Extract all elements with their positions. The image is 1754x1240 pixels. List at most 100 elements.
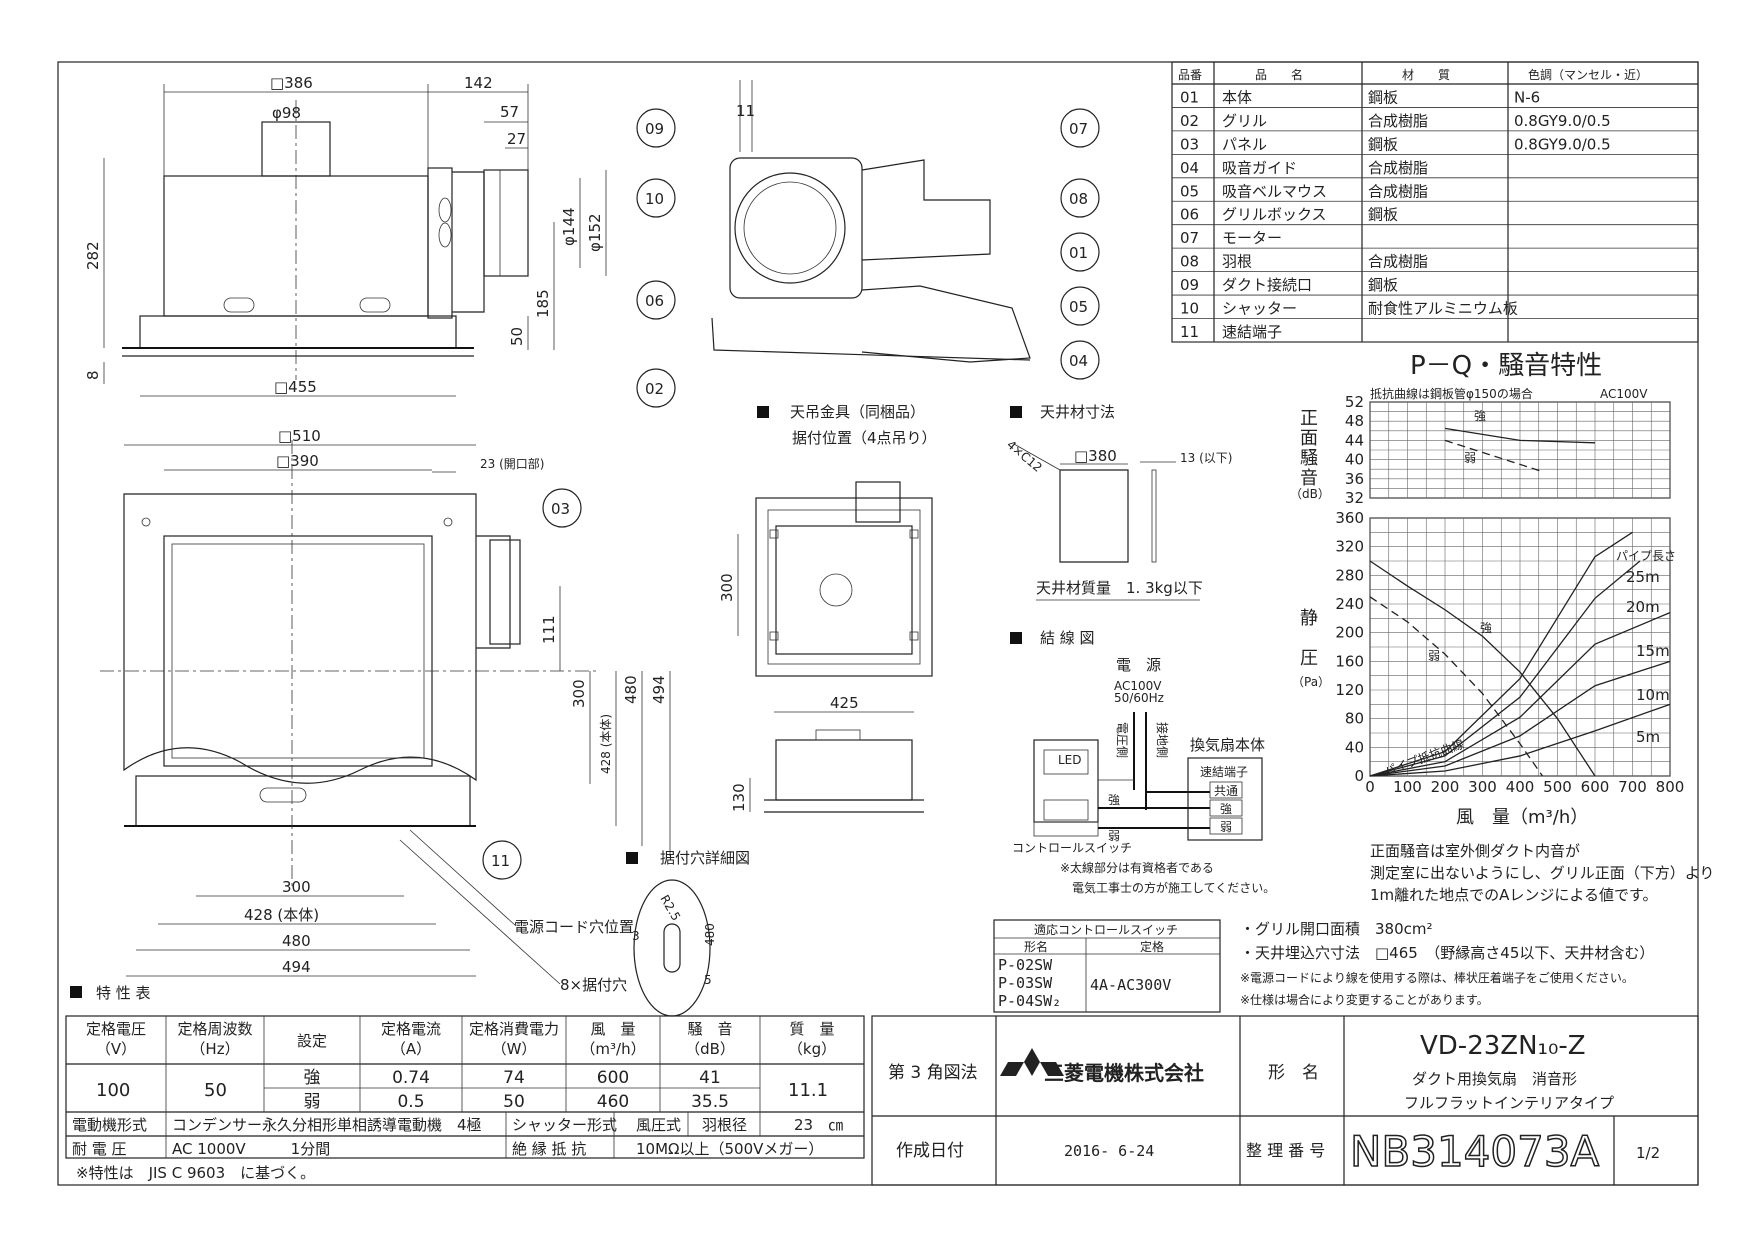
char-header: 設定	[297, 1032, 327, 1050]
parts-cell: 03	[1180, 135, 1199, 153]
wiring-voltage-side: 電圧側	[1115, 722, 1129, 758]
pq-y-tick: 360	[1335, 509, 1364, 527]
dim-phi152: φ152	[586, 213, 604, 252]
char-motor: コンデンサー永久分相形単相誘導電動機 4極	[172, 1116, 482, 1134]
dim-390: □390	[276, 452, 319, 470]
detail-480: 480	[703, 923, 717, 946]
pq-x-tick: 500	[1543, 778, 1572, 796]
char-header: 定格電圧	[86, 1020, 146, 1038]
char-header: 定格電流	[381, 1020, 441, 1038]
tb-form-label: 形 名	[1268, 1063, 1319, 1083]
parts-cell: 06	[1180, 206, 1199, 224]
pressure-label-1: 圧	[1300, 648, 1318, 669]
detail-5: 5	[704, 973, 712, 987]
char-insul: 10MΩ以上（500Vメガー）	[636, 1140, 823, 1158]
char-shutter: 風圧式	[636, 1116, 681, 1134]
tb-desc1: ダクト用換気扇 消音形	[1412, 1070, 1577, 1088]
dim-428v: 428 (本体)	[599, 714, 613, 774]
wiring-hz: 50/60Hz	[1114, 691, 1164, 705]
parts-cell: 0.8GY9.0/0.5	[1514, 112, 1611, 130]
pq-y-tick: 320	[1335, 538, 1364, 556]
parts-cell: 11	[1180, 323, 1199, 341]
parts-cell: 鋼板	[1368, 135, 1398, 153]
hanger-subtitle: 据付位置（4点吊り）	[792, 429, 937, 447]
pq-x-label: 風 量（m³/h）	[1456, 807, 1588, 828]
parts-cell: 鋼板	[1368, 276, 1398, 294]
char-title: 特 性 表	[96, 984, 151, 1002]
char-header: 定格周波数	[177, 1020, 252, 1038]
noise-y-tick: 44	[1345, 431, 1364, 449]
wiring-ground-side: 接地側	[1155, 722, 1170, 758]
detail-3: 3	[632, 929, 640, 943]
char-footnote: ※特性は JIS C 9603 に基づく。	[76, 1164, 315, 1182]
balloon-circle	[542, 488, 582, 528]
dim-phi98: φ98	[272, 104, 301, 122]
parts-cell: グリル	[1222, 112, 1267, 130]
pq-x-tick: 600	[1581, 778, 1610, 796]
balloon-circle	[636, 280, 676, 320]
parts-cell: シャッター	[1222, 300, 1297, 318]
dim-111: 111	[540, 615, 558, 644]
balloon-circle	[1060, 108, 1100, 148]
hanger-130: 130	[730, 783, 748, 812]
balloon-label: 06	[645, 292, 664, 310]
balloon-label: 05	[1069, 298, 1088, 316]
pq-remark1: 正面騒音は室外側ダクト内音が	[1370, 842, 1580, 860]
pq-x-tick: 100	[1393, 778, 1422, 796]
pq-note: 抵抗曲線は鋼板管φ150の場合	[1370, 386, 1533, 401]
char-cell: 41	[699, 1068, 721, 1088]
tb-model: VD-23ZN₁₀-Z	[1420, 1031, 1586, 1061]
ceiling-380: □380	[1074, 447, 1117, 465]
switch-model-2: P-04SW₂	[998, 992, 1061, 1010]
dim-phi144: φ144	[560, 207, 578, 246]
tb-ref-label: 整 理 番 号	[1246, 1141, 1325, 1160]
wiring-weak: 弱	[1108, 829, 1120, 843]
pq-pipe-len: パイプ長さ	[1616, 549, 1676, 563]
balloon-circle	[636, 108, 676, 148]
pipe-length-label: 15m	[1636, 642, 1670, 660]
char-header: （V）	[96, 1040, 136, 1058]
wiring-section: 結 線 図 電 源 AC100V 50/60Hz 電圧側 接地側 LED 強 弱…	[1010, 629, 1275, 895]
dim-185: 185	[534, 289, 552, 318]
wiring-weak-terminal: 弱	[1220, 820, 1232, 834]
noise-label-0: 正	[1300, 408, 1318, 429]
char-cell: 強	[304, 1068, 321, 1088]
pq-x-tick: 0	[1365, 778, 1375, 796]
char-cell: 50	[503, 1092, 525, 1112]
tb-company: 三菱電機株式会社	[1044, 1061, 1204, 1085]
pressure-label-0: 静	[1300, 608, 1318, 629]
parts-cell: 羽根	[1222, 253, 1252, 271]
char-insul-label: 絶 縁 抵 抗	[512, 1140, 586, 1158]
dim-8: 8	[84, 370, 102, 380]
hanger-section: 天吊金具（同梱品） 据付位置（4点吊り） 300 425 130	[718, 403, 937, 813]
wiring-note2: 電気工事士の方が施工してください。	[1072, 880, 1275, 895]
balloon-label: 10	[645, 190, 664, 208]
wiring-title: 結 線 図	[1040, 629, 1095, 647]
char-voltage: 100	[96, 1080, 130, 1101]
pq-series-line	[1369, 703, 1671, 777]
parts-cell: 鋼板	[1368, 88, 1398, 106]
wiring-note1: ※太線部分は有資格者である	[1060, 860, 1214, 875]
dim-50: 50	[508, 327, 526, 346]
pq-series-line	[1369, 660, 1671, 777]
pq-remark3: 1m離れた地点でのAレンジによる値です。	[1370, 886, 1657, 904]
char-cell: 35.5	[691, 1092, 729, 1112]
parts-cell: グリルボックス	[1222, 206, 1327, 224]
parts-header-name: 品 名	[1255, 67, 1303, 82]
pq-x-tick: 300	[1468, 778, 1497, 796]
wiring-fan-body: 換気扇本体	[1190, 736, 1265, 754]
ceiling-section: 天井材寸法 4×C12 □380 13 (以下) 天井材質量 1. 3kg以下	[1004, 403, 1232, 601]
pq-series-line	[1369, 560, 1641, 777]
balloon-label: 07	[1069, 120, 1088, 138]
char-header: （dB）	[685, 1040, 735, 1058]
char-cell: 0.74	[392, 1068, 430, 1088]
pq-y-tick: 160	[1335, 652, 1364, 670]
switch-table: 適応コントロールスイッチ 形名 定格 P-02SW P-03SW P-04SW₂…	[993, 919, 1221, 1013]
parts-cell: 合成樹脂	[1368, 159, 1428, 177]
dim-494v: 494	[650, 675, 668, 704]
ceiling-c12: 4×C12	[1004, 438, 1045, 475]
dim-510: □510	[278, 427, 321, 445]
tb-date: 2016- 6-24	[1064, 1142, 1154, 1160]
noise-y-tick: 48	[1345, 412, 1364, 430]
